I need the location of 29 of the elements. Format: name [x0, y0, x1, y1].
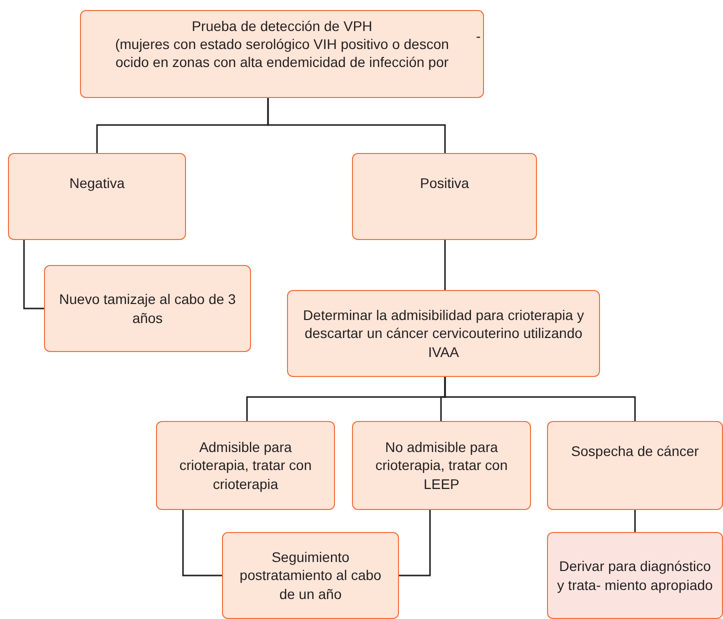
box-text: Sospecha de cáncer	[571, 442, 699, 460]
box-text: Nuevo tamizaje al cabo de 3 años	[58, 290, 237, 327]
box-text: Determinar la admisibilidad para crioterapia y descartar un cáncer cervicouterino utilizando IVAA	[302, 306, 585, 361]
connector-line	[444, 240, 446, 290]
process-box	[547, 532, 723, 619]
box-text: Positiva	[420, 174, 470, 192]
connector-line	[267, 98, 446, 153]
connector-line	[399, 510, 431, 576]
process-box	[287, 290, 600, 377]
process-box	[352, 153, 537, 240]
process-box	[80, 10, 484, 98]
process-box	[222, 532, 399, 619]
process-box	[156, 421, 335, 510]
connector-line	[634, 510, 636, 532]
connector-line	[182, 510, 222, 576]
box-text: Admisible para crioterapia, tratar con crioterapia	[178, 438, 313, 493]
connector-line	[23, 240, 44, 310]
process-box	[352, 421, 531, 510]
hyphen-note: -	[476, 28, 481, 44]
box-text: Negativa	[69, 174, 125, 192]
connector-line	[444, 377, 636, 421]
box-text: Prueba de detección de VPH	[192, 17, 372, 36]
box-text: Derivar para diagnóstico y trata- miento apropiado	[556, 557, 714, 594]
process-box	[8, 153, 186, 240]
box-text: No admisible para crioterapia, tratar con LEEP	[374, 438, 509, 493]
process-box	[44, 265, 251, 352]
box-text: Seguimiento postratamiento al cabo de un año	[238, 548, 382, 603]
process-box	[547, 421, 723, 510]
box-subtext: (mujeres con estado serológico VIH positivo o descon ocido en zonas con alta endemicidad de infección por	[114, 35, 450, 72]
